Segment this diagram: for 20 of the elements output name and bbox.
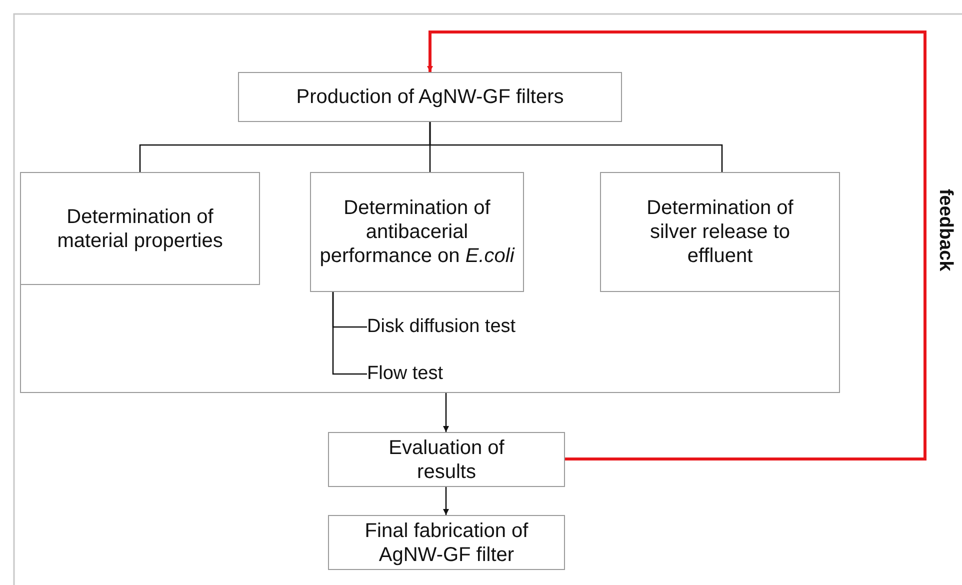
process-box — [600, 172, 840, 292]
group-outline — [20, 172, 840, 393]
connector-line — [332, 292, 367, 375]
branch-label: Flow test — [367, 362, 444, 386]
arrow — [443, 393, 449, 432]
process-box — [238, 72, 622, 122]
node-text: Determination of silver release to effluent — [646, 196, 794, 268]
arrow — [443, 487, 449, 515]
node-text: Production of AgNW-GF filters — [296, 85, 564, 109]
process-box — [20, 172, 260, 285]
process-box — [310, 172, 524, 292]
node-text: Evaluation of results — [388, 436, 506, 484]
node-text: Final fabrication of AgNW-GF filter — [364, 518, 530, 566]
node-text: Determination of antibacerial performance on E.coli — [319, 196, 515, 268]
arrow — [427, 30, 926, 460]
connector-line — [429, 122, 723, 172]
process-box — [328, 515, 565, 570]
branch-label: Disk diffusion test — [367, 316, 516, 338]
process-box — [328, 432, 565, 487]
node-text: Determination of material properties — [56, 204, 224, 252]
